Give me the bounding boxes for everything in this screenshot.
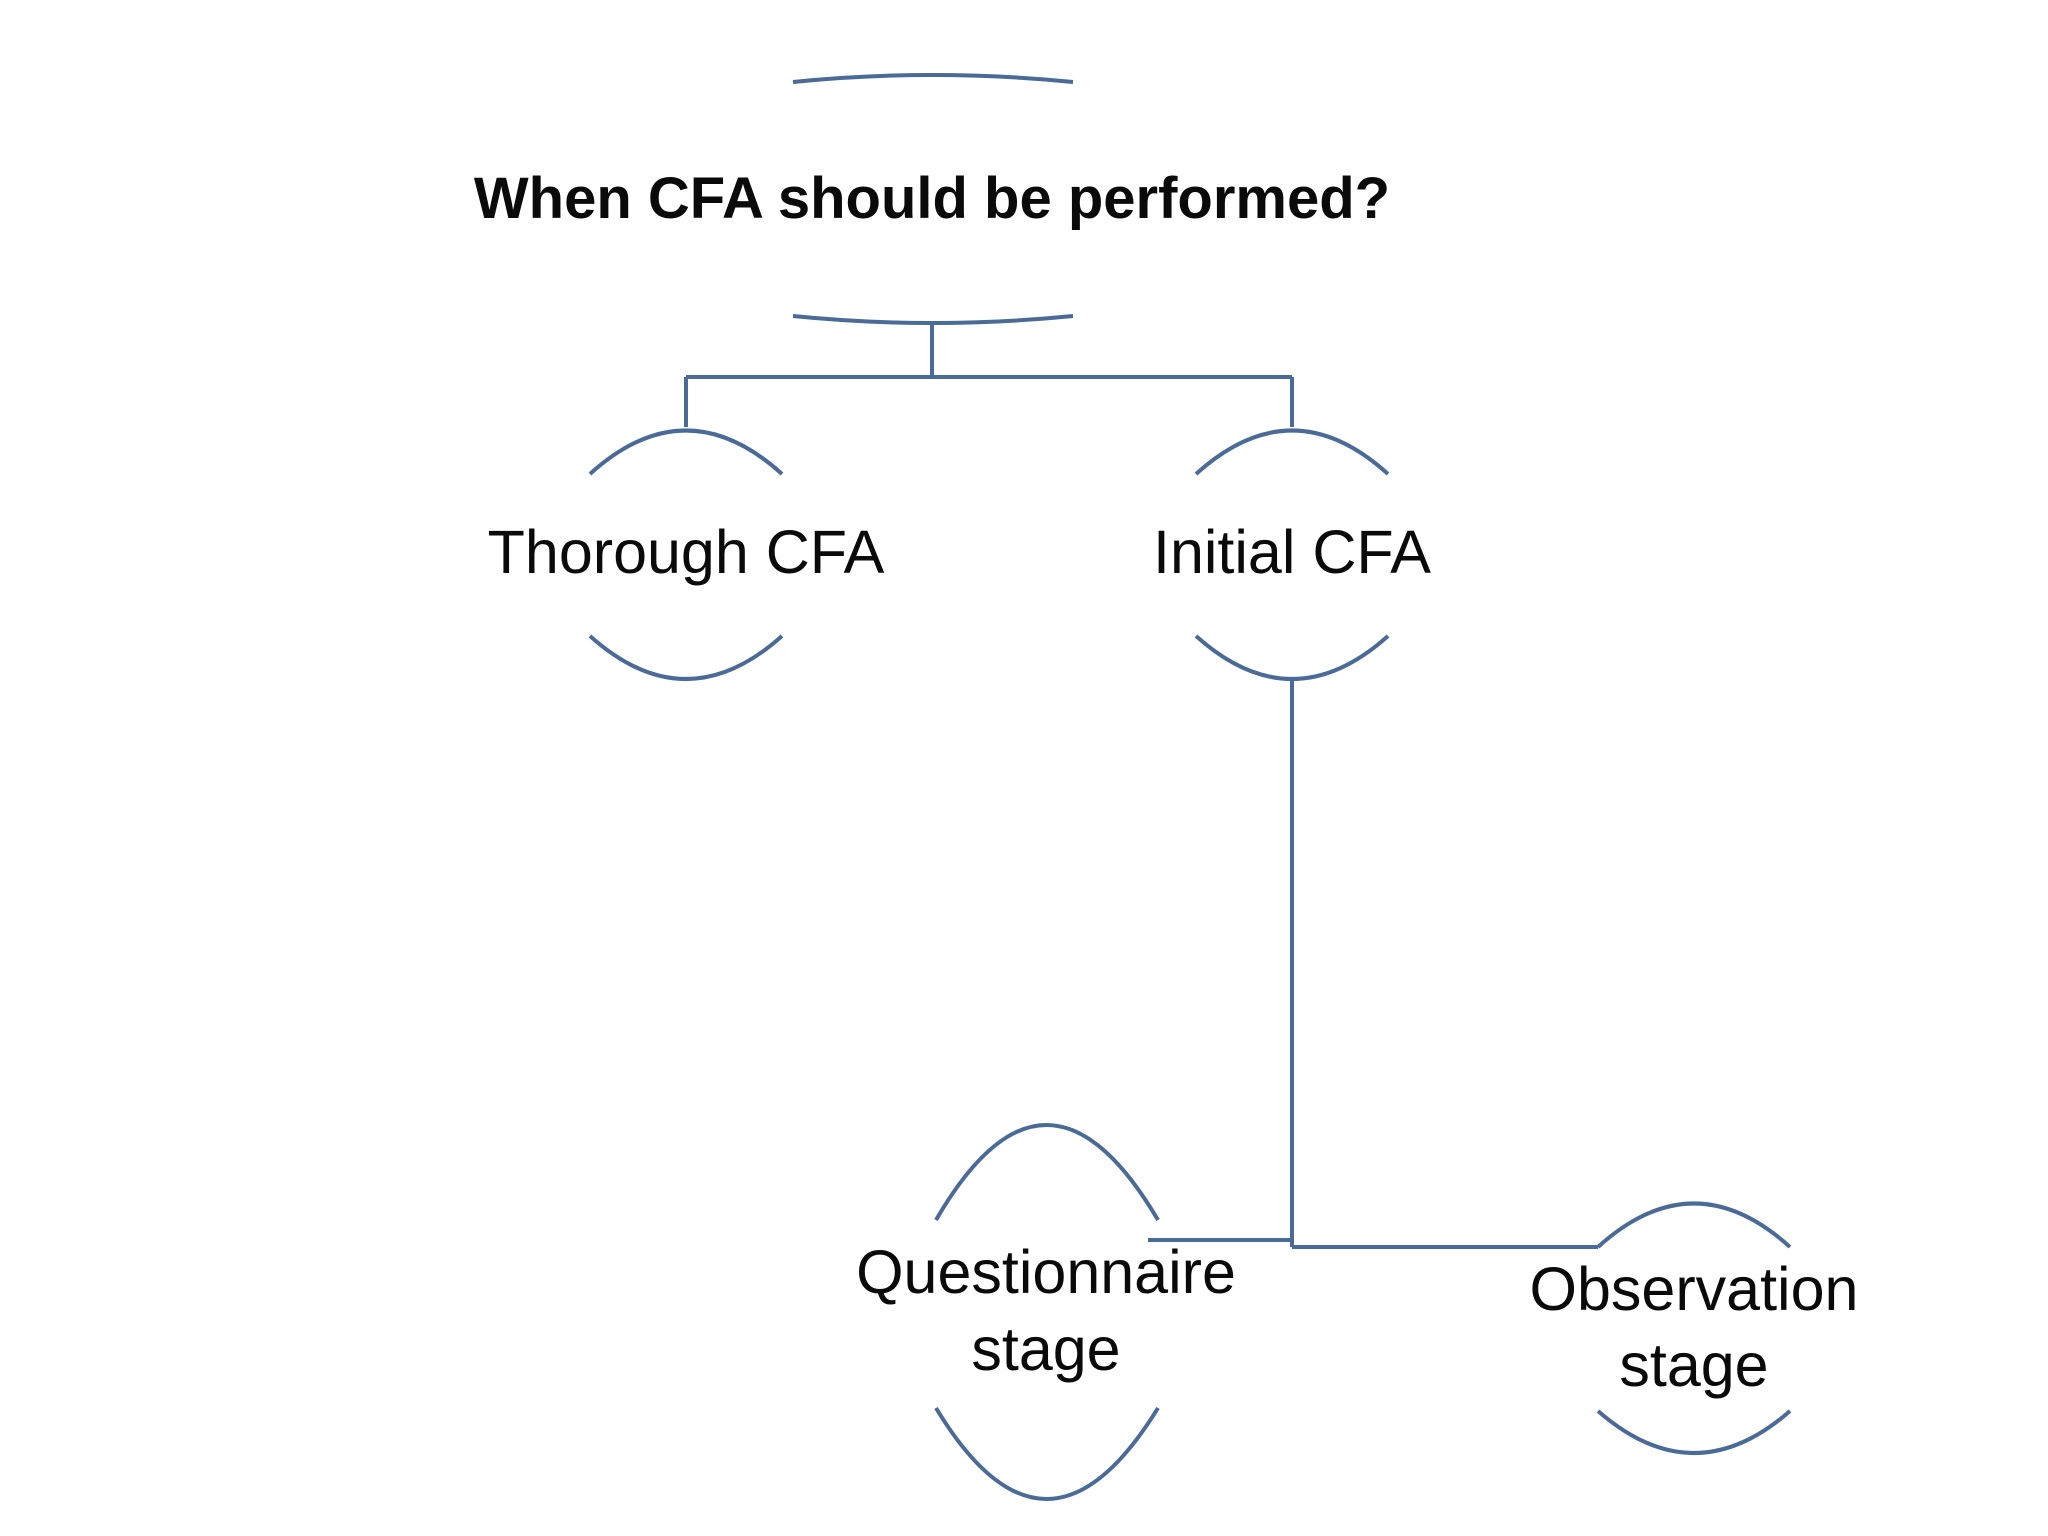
thorough-arc-bottom <box>588 634 784 681</box>
connector-initial-to-stages <box>1148 681 1598 1249</box>
connectors <box>684 323 1598 1249</box>
questionnaire-arc-bottom <box>934 1406 1160 1501</box>
questionnaire-arc-top <box>934 1123 1160 1222</box>
initial-arc-top <box>1194 428 1390 476</box>
thorough-arc-top <box>588 428 784 476</box>
questionnaire-label-line1: Questionnaire <box>856 1238 1236 1306</box>
connector-root-to-children <box>684 323 1294 427</box>
root-bracket-top <box>792 73 1074 84</box>
observation-label-line2: stage <box>1619 1331 1768 1399</box>
root-bracket-bottom <box>792 314 1074 325</box>
observation-arc-top <box>1596 1201 1792 1249</box>
node-observation-stage: Observation stage <box>1530 1201 1859 1455</box>
thorough-label: Thorough CFA <box>488 518 885 586</box>
observation-arc-bottom <box>1596 1409 1792 1455</box>
node-initial-cfa: Initial CFA <box>1153 428 1431 681</box>
node-questionnaire-stage: Questionnaire stage <box>856 1123 1236 1501</box>
root-node: When CFA should be performed? <box>474 73 1390 325</box>
initial-arc-bottom <box>1194 634 1390 681</box>
root-label: When CFA should be performed? <box>474 166 1390 231</box>
observation-label-line1: Observation <box>1530 1255 1859 1323</box>
initial-label: Initial CFA <box>1153 518 1431 586</box>
node-thorough-cfa: Thorough CFA <box>488 428 885 681</box>
questionnaire-label-line2: stage <box>971 1315 1120 1383</box>
